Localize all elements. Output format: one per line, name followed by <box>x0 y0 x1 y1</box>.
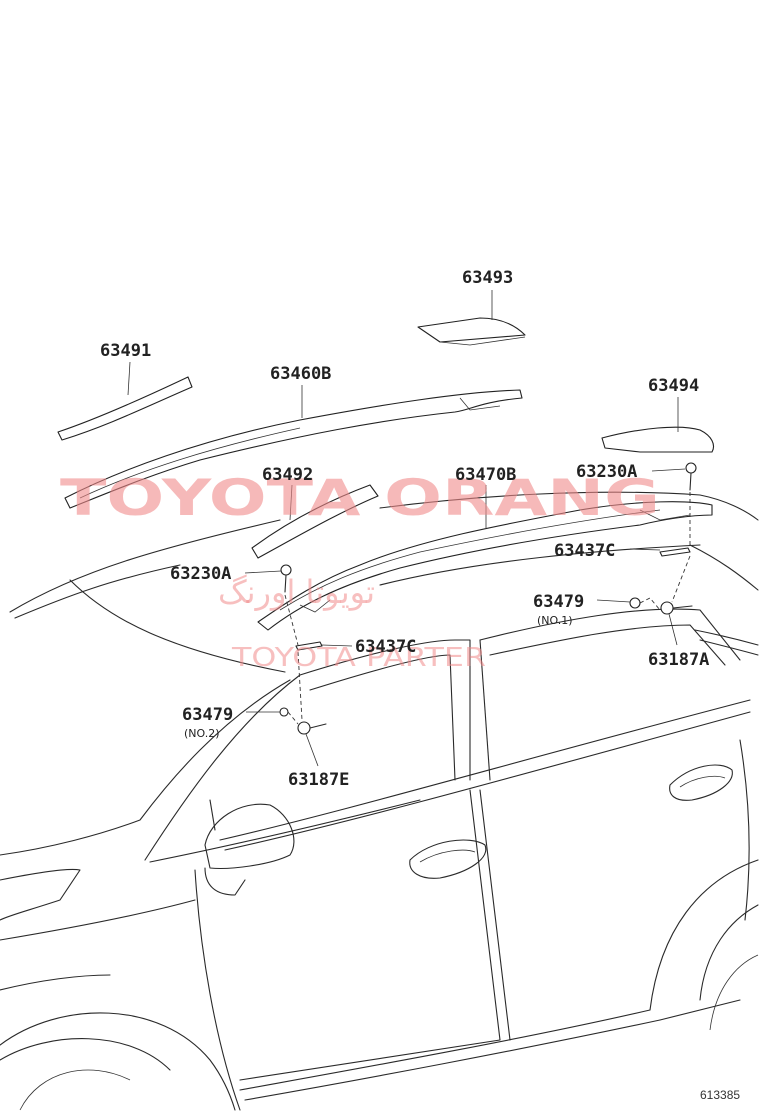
watermark-latin: TOYOTA ORANG <box>60 469 660 527</box>
figure-number: 613385 <box>700 1088 740 1102</box>
seal-63437C-right <box>659 547 691 557</box>
part-63460B-roof-rail <box>64 389 523 509</box>
door-handle-rear <box>669 764 733 801</box>
callout-63479-right-note: (NO.1) <box>537 614 573 627</box>
callout-63437C-left: 63437C <box>355 637 416 657</box>
nut-63187A <box>660 601 693 615</box>
seal-63437C-left <box>295 641 323 651</box>
callout-labels: 63493 63491 63460B 63494 63492 63470B 63… <box>100 268 740 1102</box>
vehicle-body-outline <box>0 491 759 1111</box>
callout-63491: 63491 <box>100 341 151 361</box>
assembly-guides <box>284 492 691 725</box>
callout-63187A: 63187A <box>648 650 709 670</box>
callout-63437C-right: 63437C <box>554 541 615 561</box>
part-63494-cover <box>601 426 715 453</box>
door-handle-front <box>409 839 487 879</box>
nut-63187E <box>297 721 327 735</box>
callout-63479-right: 63479 <box>533 592 584 612</box>
callout-63479-left-note: (NO.2) <box>184 727 220 740</box>
watermark: TOYOTA ORANG تویوتا اورنگ TOYOTA PARTER <box>60 469 660 673</box>
callout-63470B: 63470B <box>455 465 516 485</box>
callout-63460B: 63460B <box>270 364 331 384</box>
callout-63492: 63492 <box>262 465 313 485</box>
watermark-persian: تویوتا اورنگ <box>218 573 375 611</box>
leader-lines <box>127 290 686 767</box>
callout-63187E: 63187E <box>288 770 349 790</box>
part-63493-cover <box>417 317 526 346</box>
callout-63230A-left: 63230A <box>170 564 231 584</box>
callout-63479-left: 63479 <box>182 705 233 725</box>
callout-63494: 63494 <box>648 376 699 396</box>
part-63470B-roof-rail <box>257 501 713 631</box>
bolt-63230A-left <box>280 564 292 593</box>
bolt-63230A-right <box>685 462 697 491</box>
side-mirror <box>204 803 295 896</box>
part-63491-cover <box>57 376 193 441</box>
watermark-parter: TOYOTA PARTER <box>231 643 486 673</box>
callout-63493: 63493 <box>462 268 513 288</box>
part-63492-cover <box>251 484 379 559</box>
clip-63479-right <box>629 597 641 609</box>
clip-63479-left <box>279 707 289 717</box>
callout-63230A-right: 63230A <box>576 462 637 482</box>
